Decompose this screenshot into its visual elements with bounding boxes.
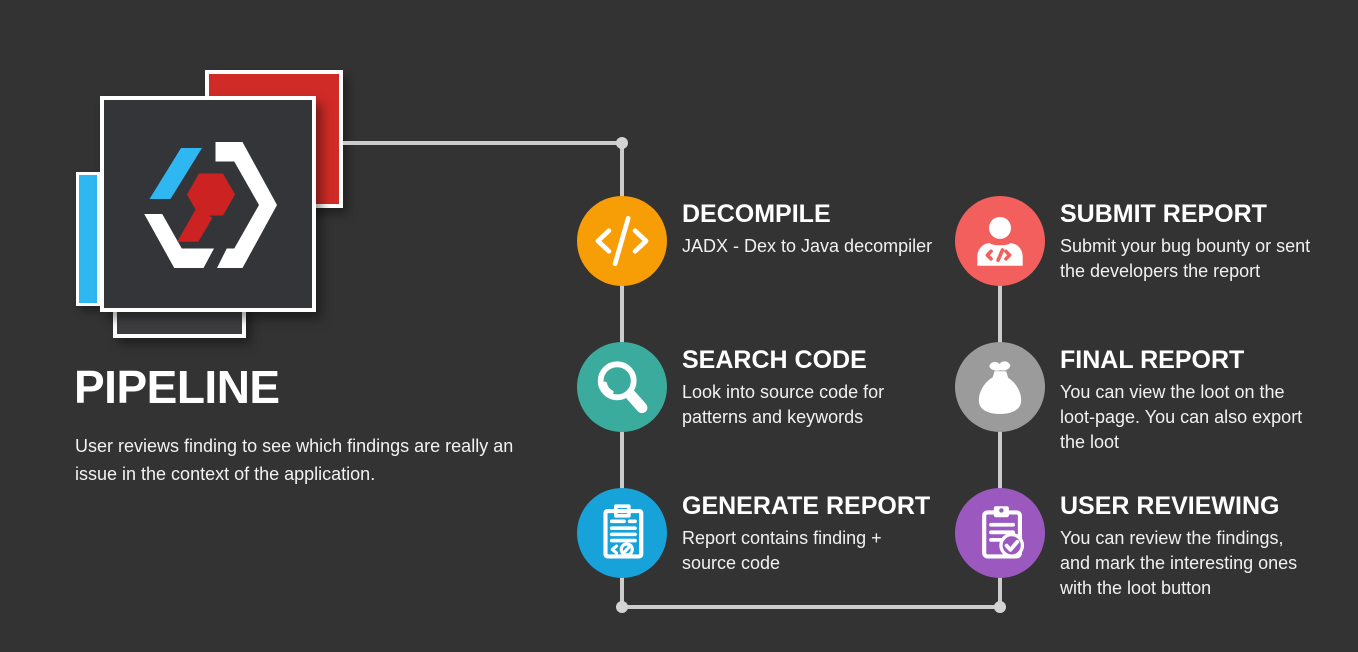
clipboard-check-icon [967, 500, 1033, 566]
final-report-circle [955, 342, 1045, 432]
step-description: Submit your bug bounty or sent the devel… [1060, 236, 1311, 281]
hexagon-code-logo-icon [144, 142, 277, 268]
step-description: Look into source code for patterns and k… [682, 382, 885, 427]
step-generate-report: GENERATE REPORT Report contains finding … [577, 488, 977, 638]
person-icon [967, 208, 1033, 274]
decompile-circle [577, 196, 667, 286]
page-description: User reviews finding to see which findin… [75, 436, 514, 484]
step-title: USER REVIEWING [1060, 492, 1280, 520]
step-title: SUBMIT REPORT [1060, 200, 1267, 228]
step-title: DECOMPILE [682, 200, 831, 228]
step-description: You can review the findings, and mark th… [1060, 528, 1298, 598]
step-decompile: DECOMPILE JADX - Dex to Java decompiler [577, 196, 977, 346]
step-description: Report contains finding + source code [682, 528, 882, 573]
code-icon [589, 208, 655, 274]
report-icon [589, 500, 655, 566]
page-title: PIPELINE [74, 361, 280, 413]
user-reviewing-circle [955, 488, 1045, 578]
generate-report-circle [577, 488, 667, 578]
step-title: SEARCH CODE [682, 346, 867, 374]
search-code-circle [577, 342, 667, 432]
step-search-code: SEARCH CODE Look into source code for pa… [577, 342, 977, 492]
connector-node-top [616, 137, 628, 149]
loot-bag-icon [967, 354, 1033, 420]
step-user-reviewing: USER REVIEWING You can review the findin… [955, 488, 1355, 638]
connector-node-bottom-right [994, 601, 1006, 613]
step-submit-report: SUBMIT REPORT Submit your bug bounty or … [955, 196, 1355, 346]
step-description: JADX - Dex to Java decompiler [682, 236, 933, 256]
search-icon [589, 354, 655, 420]
step-description: You can view the loot on the loot-page. … [1060, 382, 1303, 452]
step-final-report: FINAL REPORT You can view the loot on th… [955, 342, 1355, 492]
logo-back-blue-bar [76, 172, 100, 306]
connector-bottom-horizontal [620, 605, 1002, 609]
connector-node-bottom-left [616, 601, 628, 613]
connector-top-horizontal [343, 141, 624, 145]
step-title: GENERATE REPORT [682, 492, 931, 520]
submit-report-circle [955, 196, 1045, 286]
step-title: FINAL REPORT [1060, 346, 1245, 374]
